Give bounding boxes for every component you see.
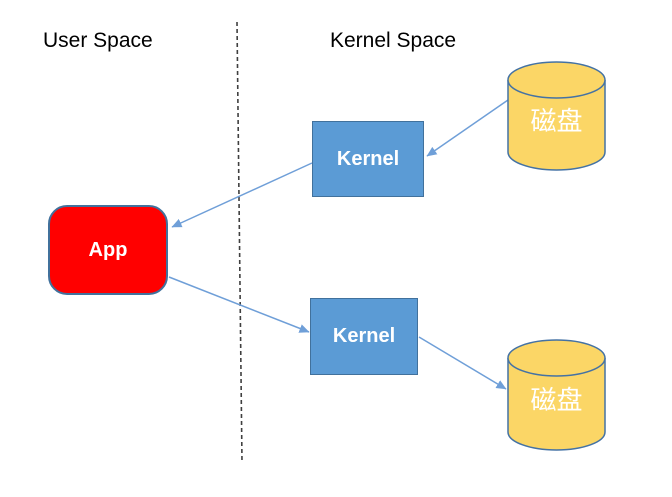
arrow-kernel-bottom-to-disk-bottom xyxy=(418,336,507,390)
disk-cylinder-bottom xyxy=(507,339,606,451)
disk-cylinder-bottom-lid xyxy=(507,339,606,377)
app-node: App xyxy=(48,205,168,295)
kernel-top-node: Kernel xyxy=(312,121,424,197)
kernel-bottom-node: Kernel xyxy=(310,298,418,375)
disk-cylinder-bottom-body xyxy=(507,358,606,451)
arrow-disk-top-to-kernel-top xyxy=(426,99,509,157)
disk-cylinder-top-body xyxy=(507,80,606,171)
disk-cylinder-top-lid xyxy=(507,61,606,99)
arrow-app-to-kernel-bottom xyxy=(168,276,310,333)
user-space-heading: User Space xyxy=(43,29,153,52)
kernel-top-node-label: Kernel xyxy=(336,147,400,170)
kernel-space-heading: Kernel Space xyxy=(330,29,457,52)
kernel-bottom-node-label: Kernel xyxy=(332,325,396,347)
user-kernel-separator-line xyxy=(236,21,243,463)
app-node-label: App xyxy=(88,238,128,261)
disk-cylinder-top xyxy=(507,61,606,171)
arrow-kernel-top-to-app xyxy=(171,162,313,228)
